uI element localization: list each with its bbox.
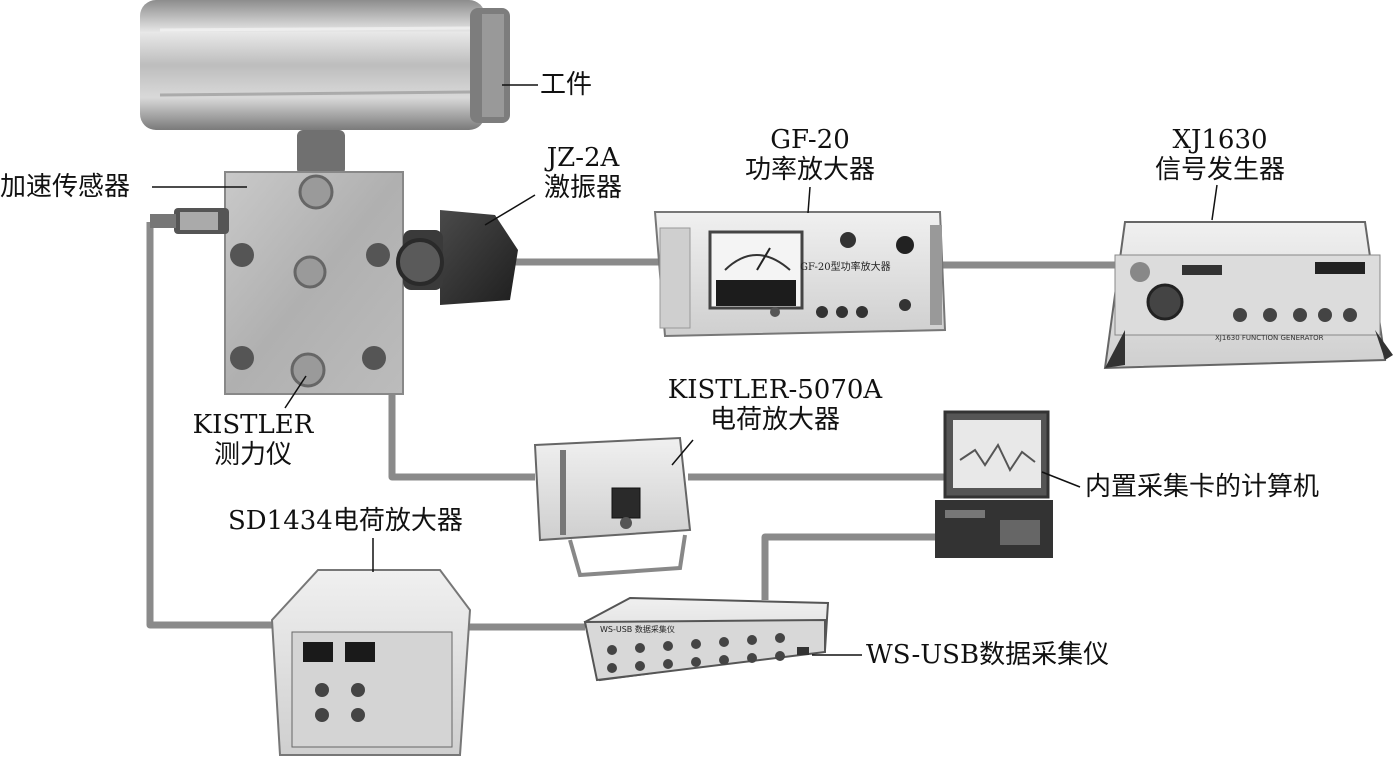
label-kistler-amp-model: KISTLER-5070A xyxy=(667,375,883,405)
daq-image xyxy=(583,596,830,682)
leader-lines xyxy=(152,84,1218,656)
label-dynamometer-brand: KISTLER xyxy=(192,410,314,440)
sd1434-charge-amp-image xyxy=(270,569,472,756)
leader-signal-gen xyxy=(1211,184,1218,221)
label-signal-gen-model: XJ1630 xyxy=(1172,125,1268,155)
kistler-charge-amp-image xyxy=(533,436,692,578)
label-signal-gen: XJ1630 信号发生器 xyxy=(1140,125,1300,185)
label-kistler-amp: KISTLER-5070A 电荷放大器 xyxy=(650,375,900,435)
exciter-image xyxy=(396,210,518,305)
label-dynamometer: KISTLER 测力仪 xyxy=(188,410,318,470)
label-exciter: JZ-2A 激振器 xyxy=(528,143,638,203)
label-computer: 内置采集卡的计算机 xyxy=(1085,472,1320,502)
label-accelerometer: 加速传感器 xyxy=(0,172,131,202)
label-power-amp-name: 功率放大器 xyxy=(744,155,875,185)
cable-daq-computer xyxy=(761,533,940,600)
leader-exciter xyxy=(484,194,536,226)
leader-kistler-amp xyxy=(671,439,694,466)
label-signal-gen-name: 信号发生器 xyxy=(1154,155,1285,185)
computer-image xyxy=(935,410,1053,558)
cable-dynamometer-kistleramp xyxy=(388,395,535,481)
spindle-connector xyxy=(297,130,345,175)
leader-dynamometer xyxy=(284,375,307,409)
leader-computer xyxy=(1041,471,1081,488)
power-amplifier-image xyxy=(653,211,947,338)
label-power-amp-model: GF-20 xyxy=(770,125,850,155)
label-sd1434: SD1434电荷放大器 xyxy=(228,506,463,536)
daq-panel-text: WS-USB 数据采集仪 xyxy=(600,625,675,634)
accelerometer-image xyxy=(150,208,229,234)
label-exciter-model: JZ-2A xyxy=(546,143,620,173)
signal-gen-panel-text: XJ1630 FUNCTION GENERATOR xyxy=(1215,334,1324,342)
label-daq: WS-USB数据采集仪 xyxy=(866,640,1110,670)
cable-accel-sd1434 xyxy=(146,222,285,629)
label-workpiece: 工件 xyxy=(540,70,593,100)
leader-power-amp xyxy=(807,186,811,214)
label-kistler-amp-name: 电荷放大器 xyxy=(709,405,840,435)
cables xyxy=(146,222,1120,631)
dynamometer-image xyxy=(224,171,404,395)
label-power-amp: GF-20 功率放大器 xyxy=(730,125,890,185)
workpiece-image xyxy=(140,0,510,130)
power-amp-panel-text: GF-20型功率放大器 xyxy=(800,262,891,273)
signal-generator-image xyxy=(1103,221,1393,370)
label-dynamometer-name: 测力仪 xyxy=(213,440,292,470)
label-exciter-name: 激振器 xyxy=(543,173,622,203)
